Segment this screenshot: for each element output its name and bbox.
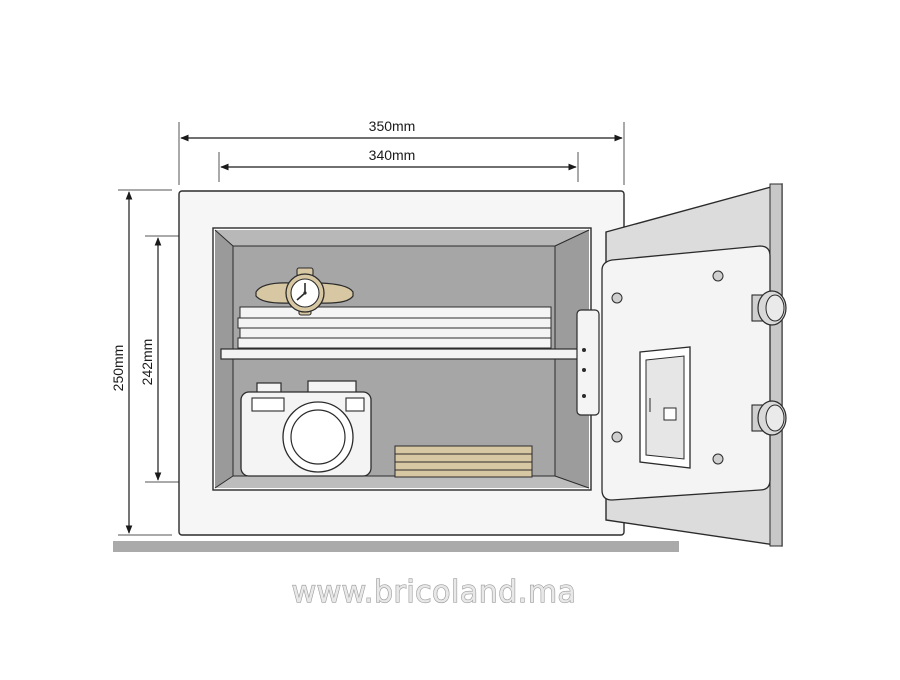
watch-icon [255,267,354,316]
watermark-text: www.bricoland.ma [292,575,577,610]
dimension-outer-width: 350mm [178,118,625,185]
paper-stack [237,306,552,349]
locking-bolt-bottom [751,400,787,436]
dimension-inner-height: 242mm [139,235,210,483]
safe-body [178,190,625,536]
outer-width-label: 350mm [369,118,416,134]
floor-bar [113,541,679,552]
dimension-inner-width: 340mm [218,147,579,182]
locking-bolt-top [751,290,787,326]
shelf [220,348,580,360]
inner-width-label: 340mm [369,147,416,163]
inner-height-label: 242mm [139,339,155,386]
camera-icon [240,380,372,477]
keypad-icon [639,346,691,469]
wooden-boards [394,445,533,478]
safe-door [601,183,783,547]
door-hinge [576,309,600,416]
outer-height-label: 250mm [110,345,126,392]
dimension-outer-height: 250mm [110,189,172,536]
